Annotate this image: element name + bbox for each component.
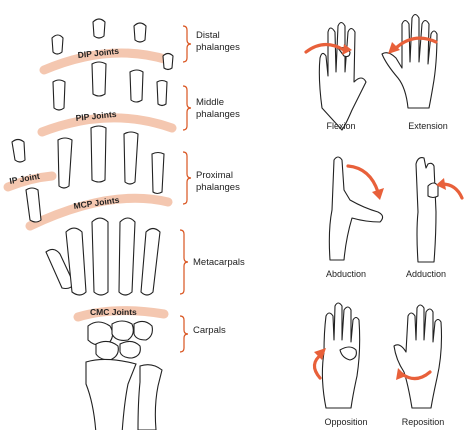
hand-icon — [394, 305, 442, 408]
bracket-icon — [183, 152, 191, 204]
adduction-label: Adduction — [406, 269, 446, 279]
metacarpals-label: Metacarpals — [193, 257, 245, 268]
mcp-joints-label: MCP Joints — [73, 195, 120, 211]
bracket-icon — [183, 26, 191, 62]
forearm-bones — [86, 359, 162, 430]
hand-icon — [416, 158, 436, 262]
bracket-icon — [183, 86, 191, 130]
hand-icon — [319, 23, 366, 131]
opposition-label: Opposition — [324, 417, 367, 427]
opposition-panel: Opposition — [314, 303, 368, 427]
middle-label-2: phalanges — [196, 109, 240, 120]
proximal-phalanges — [58, 126, 164, 194]
abduction-label: Abduction — [326, 269, 366, 279]
proximal-label-2: phalanges — [196, 182, 240, 193]
reposition-panel: Reposition — [394, 305, 444, 427]
bracket-icons — [180, 26, 191, 352]
hand-icon — [382, 15, 437, 109]
bracket-icon — [180, 230, 188, 294]
bracket-icon — [180, 316, 188, 352]
middle-label-1: Middle — [196, 97, 224, 108]
cmc-joints-label: CMC Joints — [90, 307, 137, 317]
abduction-panel: Abduction — [326, 157, 384, 279]
extension-panel: Extension — [382, 15, 448, 132]
pip-band — [42, 118, 172, 132]
middle-phalanges — [53, 62, 167, 110]
flexion-panel: Flexion — [306, 23, 366, 132]
bone-group-labels: Distal phalanges Middle phalanges Proxim… — [193, 30, 245, 336]
carpals — [88, 321, 152, 360]
reposition-label: Reposition — [402, 417, 445, 427]
extension-label: Extension — [408, 121, 448, 131]
proximal-label-1: Proximal — [196, 170, 233, 181]
adduction-panel: Adduction — [406, 158, 462, 279]
distal-label-1: Distal — [196, 30, 220, 41]
metacarpals — [66, 218, 160, 295]
hand-icon — [329, 157, 382, 260]
carpals-label: Carpals — [193, 325, 226, 336]
dip-joints-label: DIP Joints — [77, 46, 119, 60]
curved-arrow-icon — [348, 166, 378, 192]
flexion-label: Flexion — [326, 121, 355, 131]
distal-label-2: phalanges — [196, 42, 240, 53]
